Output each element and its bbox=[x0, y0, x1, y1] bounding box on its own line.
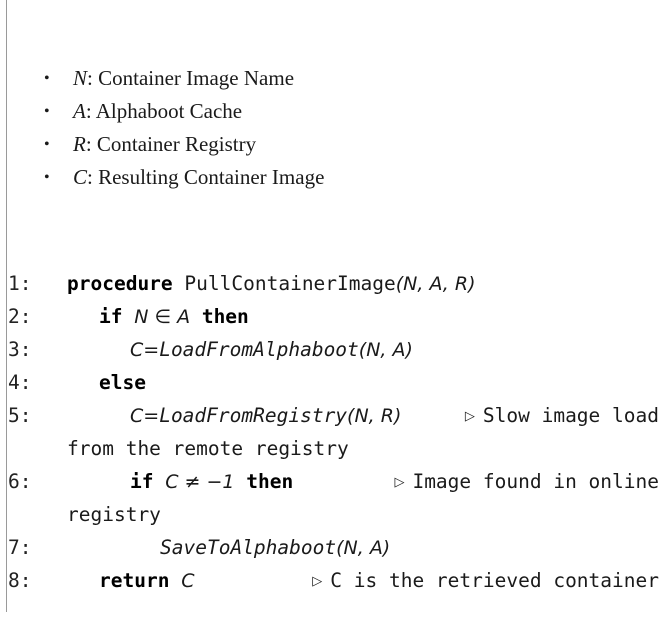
line-number: 2: bbox=[8, 305, 32, 328]
keyword-return: return bbox=[99, 569, 170, 592]
bullet-icon: • bbox=[44, 169, 50, 186]
equals-sign: = bbox=[143, 339, 160, 361]
line-comment: ▷ C is the retrieved container bbox=[312, 564, 659, 600]
algorithm-line: 4: else bbox=[0, 366, 663, 399]
algorithm-line: 7: SaveToAlphaboot(N, A) bbox=[0, 531, 663, 564]
bullet-icon: • bbox=[44, 103, 50, 120]
condition: C ≠ −1 bbox=[165, 471, 235, 493]
definition-symbol: R bbox=[73, 132, 86, 156]
definition-symbol: N bbox=[73, 66, 88, 90]
line-number: 3: bbox=[8, 338, 32, 361]
definition-item: • A: Alphaboot Cache bbox=[0, 95, 324, 128]
definition-text: : Container Image Name bbox=[87, 66, 295, 90]
algorithm-line: 1: procedure PullContainerImage(N, A, R) bbox=[0, 267, 663, 300]
algorithm-line: 2: if N ∈ A then bbox=[0, 300, 663, 333]
comment-triangle-icon: ▷ bbox=[394, 475, 405, 490]
procedure-args: (N, A, R) bbox=[395, 273, 476, 295]
keyword-then: then bbox=[246, 470, 294, 493]
definition-item: • C: Resulting Container Image bbox=[0, 161, 324, 194]
function-args: (N, A) bbox=[358, 339, 413, 361]
line-body: else bbox=[99, 366, 146, 399]
comment-continuation: registry bbox=[67, 503, 161, 526]
keyword-if: if bbox=[130, 470, 154, 493]
function-name: LoadFromAlphaboot bbox=[159, 338, 359, 361]
comment-text: Slow image load bbox=[482, 404, 659, 427]
definition-text: : Alphaboot Cache bbox=[85, 99, 243, 123]
bullet-icon: • bbox=[44, 136, 50, 153]
keyword-else: else bbox=[99, 371, 146, 394]
line-body: return C bbox=[99, 564, 194, 598]
algorithm-line: 6: if C ≠ −1 then ▷ Image found in online… bbox=[0, 465, 663, 531]
definition-symbol: A bbox=[73, 99, 86, 123]
line-comment: ▷ Image found in online bbox=[394, 465, 659, 501]
line-body: C=LoadFromRegistry(N, R) bbox=[130, 399, 401, 433]
algorithm-line: 3: C=LoadFromAlphaboot(N, A) bbox=[0, 333, 663, 366]
line-body: procedure PullContainerImage(N, A, R) bbox=[67, 267, 476, 301]
line-body: SaveToAlphaboot(N, A) bbox=[160, 531, 390, 565]
keyword-if: if bbox=[99, 305, 123, 328]
definition-item: • R: Container Registry bbox=[0, 128, 324, 161]
line-number: 5: bbox=[8, 404, 32, 427]
function-name: SaveToAlphaboot bbox=[160, 536, 337, 559]
line-number: 6: bbox=[8, 470, 32, 493]
line-body: if C ≠ −1 then bbox=[130, 465, 293, 499]
condition: N ∈ A bbox=[134, 306, 191, 328]
comment-triangle-icon: ▷ bbox=[312, 574, 323, 589]
equals-sign: = bbox=[143, 405, 160, 427]
assign-lhs: C bbox=[130, 339, 144, 361]
line-number: 4: bbox=[8, 371, 32, 394]
comment-continuation: from the remote registry bbox=[67, 437, 349, 460]
comment-text: C is the retrieved container bbox=[330, 569, 659, 592]
procedure-name: PullContainerImage bbox=[184, 272, 396, 295]
line-number: 8: bbox=[8, 569, 32, 592]
symbol-definitions-list: • N: Container Image Name • A: Alphaboot C… bbox=[0, 62, 324, 194]
keyword-then: then bbox=[201, 305, 249, 328]
algorithm-line: 5: C=LoadFromRegistry(N, R) ▷ Slow image … bbox=[0, 399, 663, 465]
bullet-icon: • bbox=[44, 70, 50, 87]
definition-text: : Resulting Container Image bbox=[87, 165, 325, 189]
definition-item: • N: Container Image Name bbox=[0, 62, 324, 95]
function-name: LoadFromRegistry bbox=[159, 404, 348, 427]
comment-triangle-icon: ▷ bbox=[464, 409, 475, 424]
line-number: 7: bbox=[8, 536, 32, 559]
line-body: C=LoadFromAlphaboot(N, A) bbox=[130, 333, 413, 367]
keyword-procedure: procedure bbox=[67, 272, 173, 295]
line-body: if N ∈ A then bbox=[99, 300, 249, 334]
algorithm-line: 8: return C ▷ C is the retrieved containe… bbox=[0, 564, 663, 597]
line-comment: ▷ Slow image load bbox=[465, 399, 659, 435]
function-args: (N, R) bbox=[347, 405, 402, 427]
return-value: C bbox=[181, 570, 195, 592]
assign-lhs: C bbox=[130, 405, 144, 427]
definition-symbol: C bbox=[73, 165, 88, 189]
line-number: 1: bbox=[8, 272, 32, 295]
algorithm-block: 1: procedure PullContainerImage(N, A, R)… bbox=[0, 267, 663, 597]
function-args: (N, A) bbox=[336, 537, 391, 559]
comment-text: Image found in online bbox=[412, 470, 659, 493]
left-margin-rule bbox=[6, 0, 7, 612]
definition-text: : Container Registry bbox=[85, 132, 257, 156]
